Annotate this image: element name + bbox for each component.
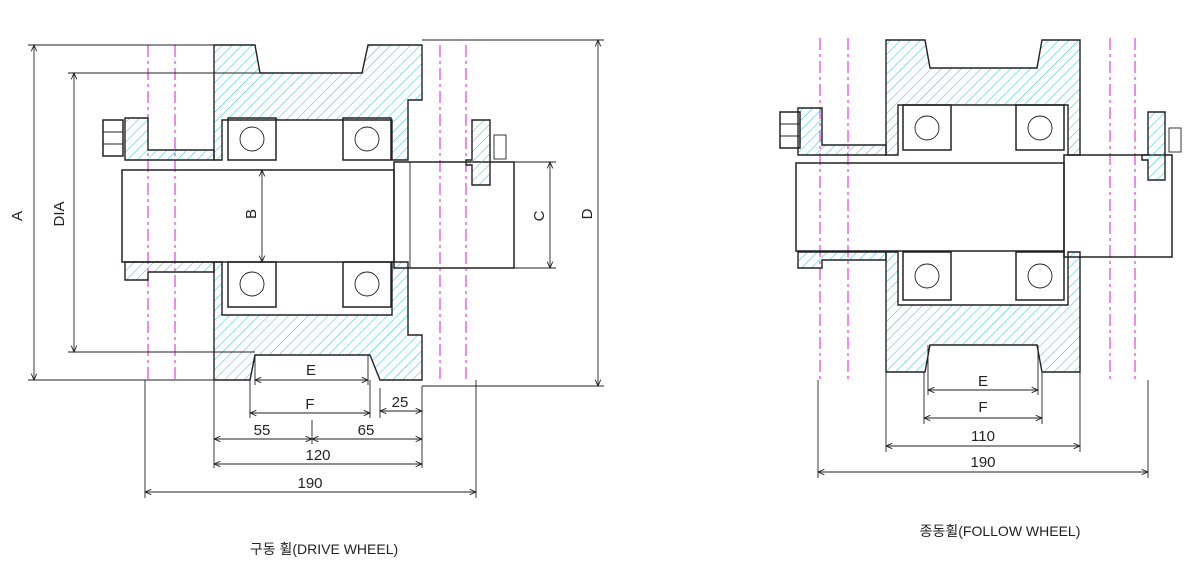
follow-shaft — [795, 162, 1065, 252]
drive-dim-dia: DIA — [51, 201, 68, 226]
drive-dim-25: 25 — [392, 394, 409, 411]
drive-centerlines — [147, 45, 467, 380]
follow-dim-190: 190 — [970, 454, 995, 471]
drive-dim-e: E — [306, 362, 316, 379]
drive-wheel-body-lower — [213, 261, 423, 381]
drive-shaft-output — [393, 161, 515, 269]
follow-bearing-top-right — [1015, 104, 1065, 151]
drive-dim-120: 120 — [305, 447, 330, 464]
follow-centerlines — [819, 38, 1136, 380]
drive-dim-b: B — [243, 209, 260, 219]
follow-nut — [779, 111, 801, 149]
drive-keeper-plate — [465, 119, 491, 186]
follow-hub-flange-upper — [797, 107, 887, 156]
drive-bearing-bottom-right — [342, 261, 392, 308]
drive-dim-c: C — [531, 210, 548, 221]
follow-bearing-bottom-left — [902, 251, 952, 301]
follow-bearing-top-left — [902, 104, 952, 151]
drive-bearing-top-right — [342, 117, 392, 161]
follow-bearing-bottom-right — [1015, 251, 1065, 301]
drive-bearing-bottom-left — [227, 261, 277, 308]
follow-wheel-caption: 종동휠(FOLLOW WHEEL) — [920, 523, 1081, 539]
drive-dim-65: 65 — [358, 422, 375, 439]
drive-wheel-caption: 구동 휠(DRIVE WHEEL) — [250, 541, 398, 557]
follow-wheel-drawing — [779, 38, 1182, 380]
drive-dim-a: A — [9, 211, 26, 221]
drive-dimensions: A DIA B C D E F 25 — [9, 40, 604, 498]
drive-bearing-top-left — [227, 117, 277, 161]
drive-dim-d: D — [579, 208, 596, 219]
follow-dim-e: E — [978, 373, 988, 390]
drive-hub-flange-lower — [124, 261, 215, 281]
follow-dimensions: E F 110 190 — [818, 345, 1148, 478]
drive-wheel-drawing — [102, 44, 515, 381]
follow-keeper-plate — [1141, 111, 1166, 181]
follow-dim-f: F — [978, 399, 987, 416]
drive-dim-55: 55 — [254, 422, 271, 439]
follow-wheel-body-upper — [885, 39, 1081, 156]
follow-dim-110: 110 — [971, 428, 995, 445]
follow-hub-flange-lower — [797, 251, 887, 269]
drive-nut — [102, 119, 124, 157]
drive-dim-f: F — [305, 396, 314, 413]
follow-shaft-end — [1063, 154, 1173, 258]
drive-wheel-body-upper — [213, 44, 423, 161]
drive-hub-flange-upper — [124, 117, 215, 161]
drive-dim-190: 190 — [297, 475, 322, 492]
